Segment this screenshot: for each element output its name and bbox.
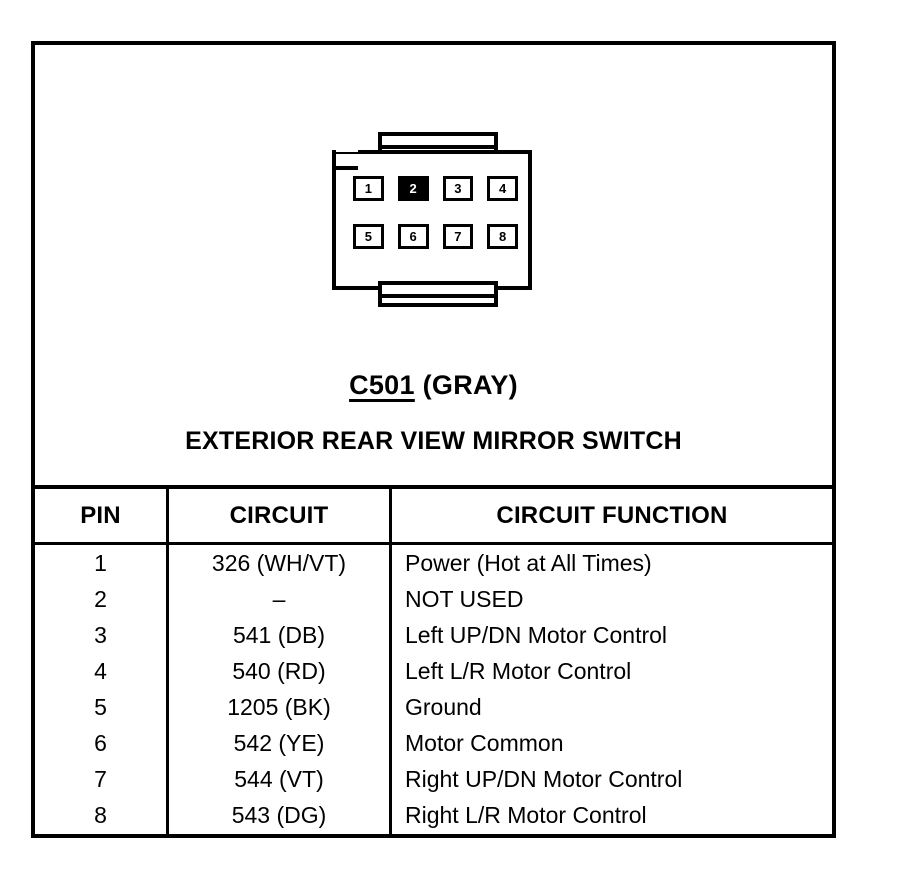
diagram-frame: 1 2 3 4 5 6 7 8 C501 (GRAY) EXTERIOR REA… [31,41,836,838]
connector-top-tab-divider [378,145,498,149]
cell-pin: 3 [94,621,107,648]
cell-pin: 1 [94,549,107,576]
pin-row-top: 1 2 3 4 [353,176,518,201]
connector-notch-left-edge [332,150,336,167]
cell-circuit: 540 (RD) [232,657,326,684]
cell-function: Left L/R Motor Control [405,657,632,684]
connector-id-line: C501 (GRAY) [35,370,832,401]
connector-figure: 1 2 3 4 5 6 7 8 [331,132,536,307]
pin-box-8[interactable]: 8 [487,224,518,249]
table-column-divider-1 [166,489,169,834]
pin-row-bottom: 5 6 7 8 [353,224,518,249]
cell-circuit: 541 (DB) [232,621,326,648]
cell-circuit: – [272,585,286,612]
pin-box-7[interactable]: 7 [442,224,474,249]
connector-color-label: (GRAY) [422,370,518,400]
table-row: 5 1205 (BK) Ground [35,689,832,725]
cell-function: Power (Hot at All Times) [405,549,652,576]
cell-circuit: 326 (WH/VT) [211,549,347,576]
table-row: 7 544 (VT) Right UP/DN Motor Control [35,761,832,797]
table-column-divider-2 [389,489,392,834]
connector-body [332,150,532,290]
connector-caption-block: C501 (GRAY) EXTERIOR REAR VIEW MIRROR SW… [35,370,832,456]
connector-notch-bottom-edge [332,166,358,170]
cell-circuit: 542 (YE) [233,729,325,756]
pin-box-3[interactable]: 3 [442,176,474,201]
cell-pin: 7 [94,765,107,792]
column-header-circuit-function: CIRCUIT FUNCTION [496,501,728,529]
cell-pin: 2 [94,585,107,612]
pin-grid: 1 2 3 4 5 6 7 8 [353,176,518,264]
pin-box-4[interactable]: 4 [487,176,518,201]
table-row: 6 542 (YE) Motor Common [35,725,832,761]
column-header-pin: PIN [80,501,121,529]
table-header-rule [35,542,832,545]
connector-title: EXTERIOR REAR VIEW MIRROR SWITCH [185,427,682,455]
connector-notch-gap [332,146,358,152]
table-row: 3 541 (DB) Left UP/DN Motor Control [35,617,832,653]
cell-function: NOT USED [405,585,524,612]
pin-box-5[interactable]: 5 [353,224,384,249]
connector-illustration-area: 1 2 3 4 5 6 7 8 C501 (GRAY) EXTERIOR REA… [35,45,832,485]
table-row: 2 – NOT USED [35,581,832,617]
cell-pin: 5 [94,693,107,720]
connector-id: C501 [349,370,415,400]
table-row: 4 540 (RD) Left L/R Motor Control [35,653,832,689]
cell-circuit: 1205 (BK) [227,693,331,720]
cell-circuit: 544 (VT) [234,765,324,792]
table-header-row: PIN CIRCUIT CIRCUIT FUNCTION [35,489,832,542]
pin-box-2[interactable]: 2 [397,176,429,201]
cell-pin: 4 [94,657,107,684]
pin-box-6[interactable]: 6 [397,224,429,249]
table-row: 1 326 (WH/VT) Power (Hot at All Times) [35,545,832,581]
column-header-circuit: CIRCUIT [229,501,329,529]
table-row: 8 543 (DG) Right L/R Motor Control [35,797,832,833]
pinout-table: PIN CIRCUIT CIRCUIT FUNCTION 1 326 (WH/V… [35,485,832,834]
cell-pin: 6 [94,729,107,756]
table-top-rule [35,485,832,489]
cell-function: Right L/R Motor Control [405,801,647,828]
cell-function: Left UP/DN Motor Control [405,621,668,648]
cell-function: Ground [405,693,482,720]
pin-box-1[interactable]: 1 [353,176,384,201]
cell-function: Right UP/DN Motor Control [405,765,683,792]
connector-bottom-tab-divider [378,294,498,298]
cell-circuit: 543 (DG) [231,801,327,828]
cell-function: Motor Common [405,729,564,756]
cell-pin: 8 [94,801,107,828]
table-body: 1 326 (WH/VT) Power (Hot at All Times) 2… [35,545,832,833]
